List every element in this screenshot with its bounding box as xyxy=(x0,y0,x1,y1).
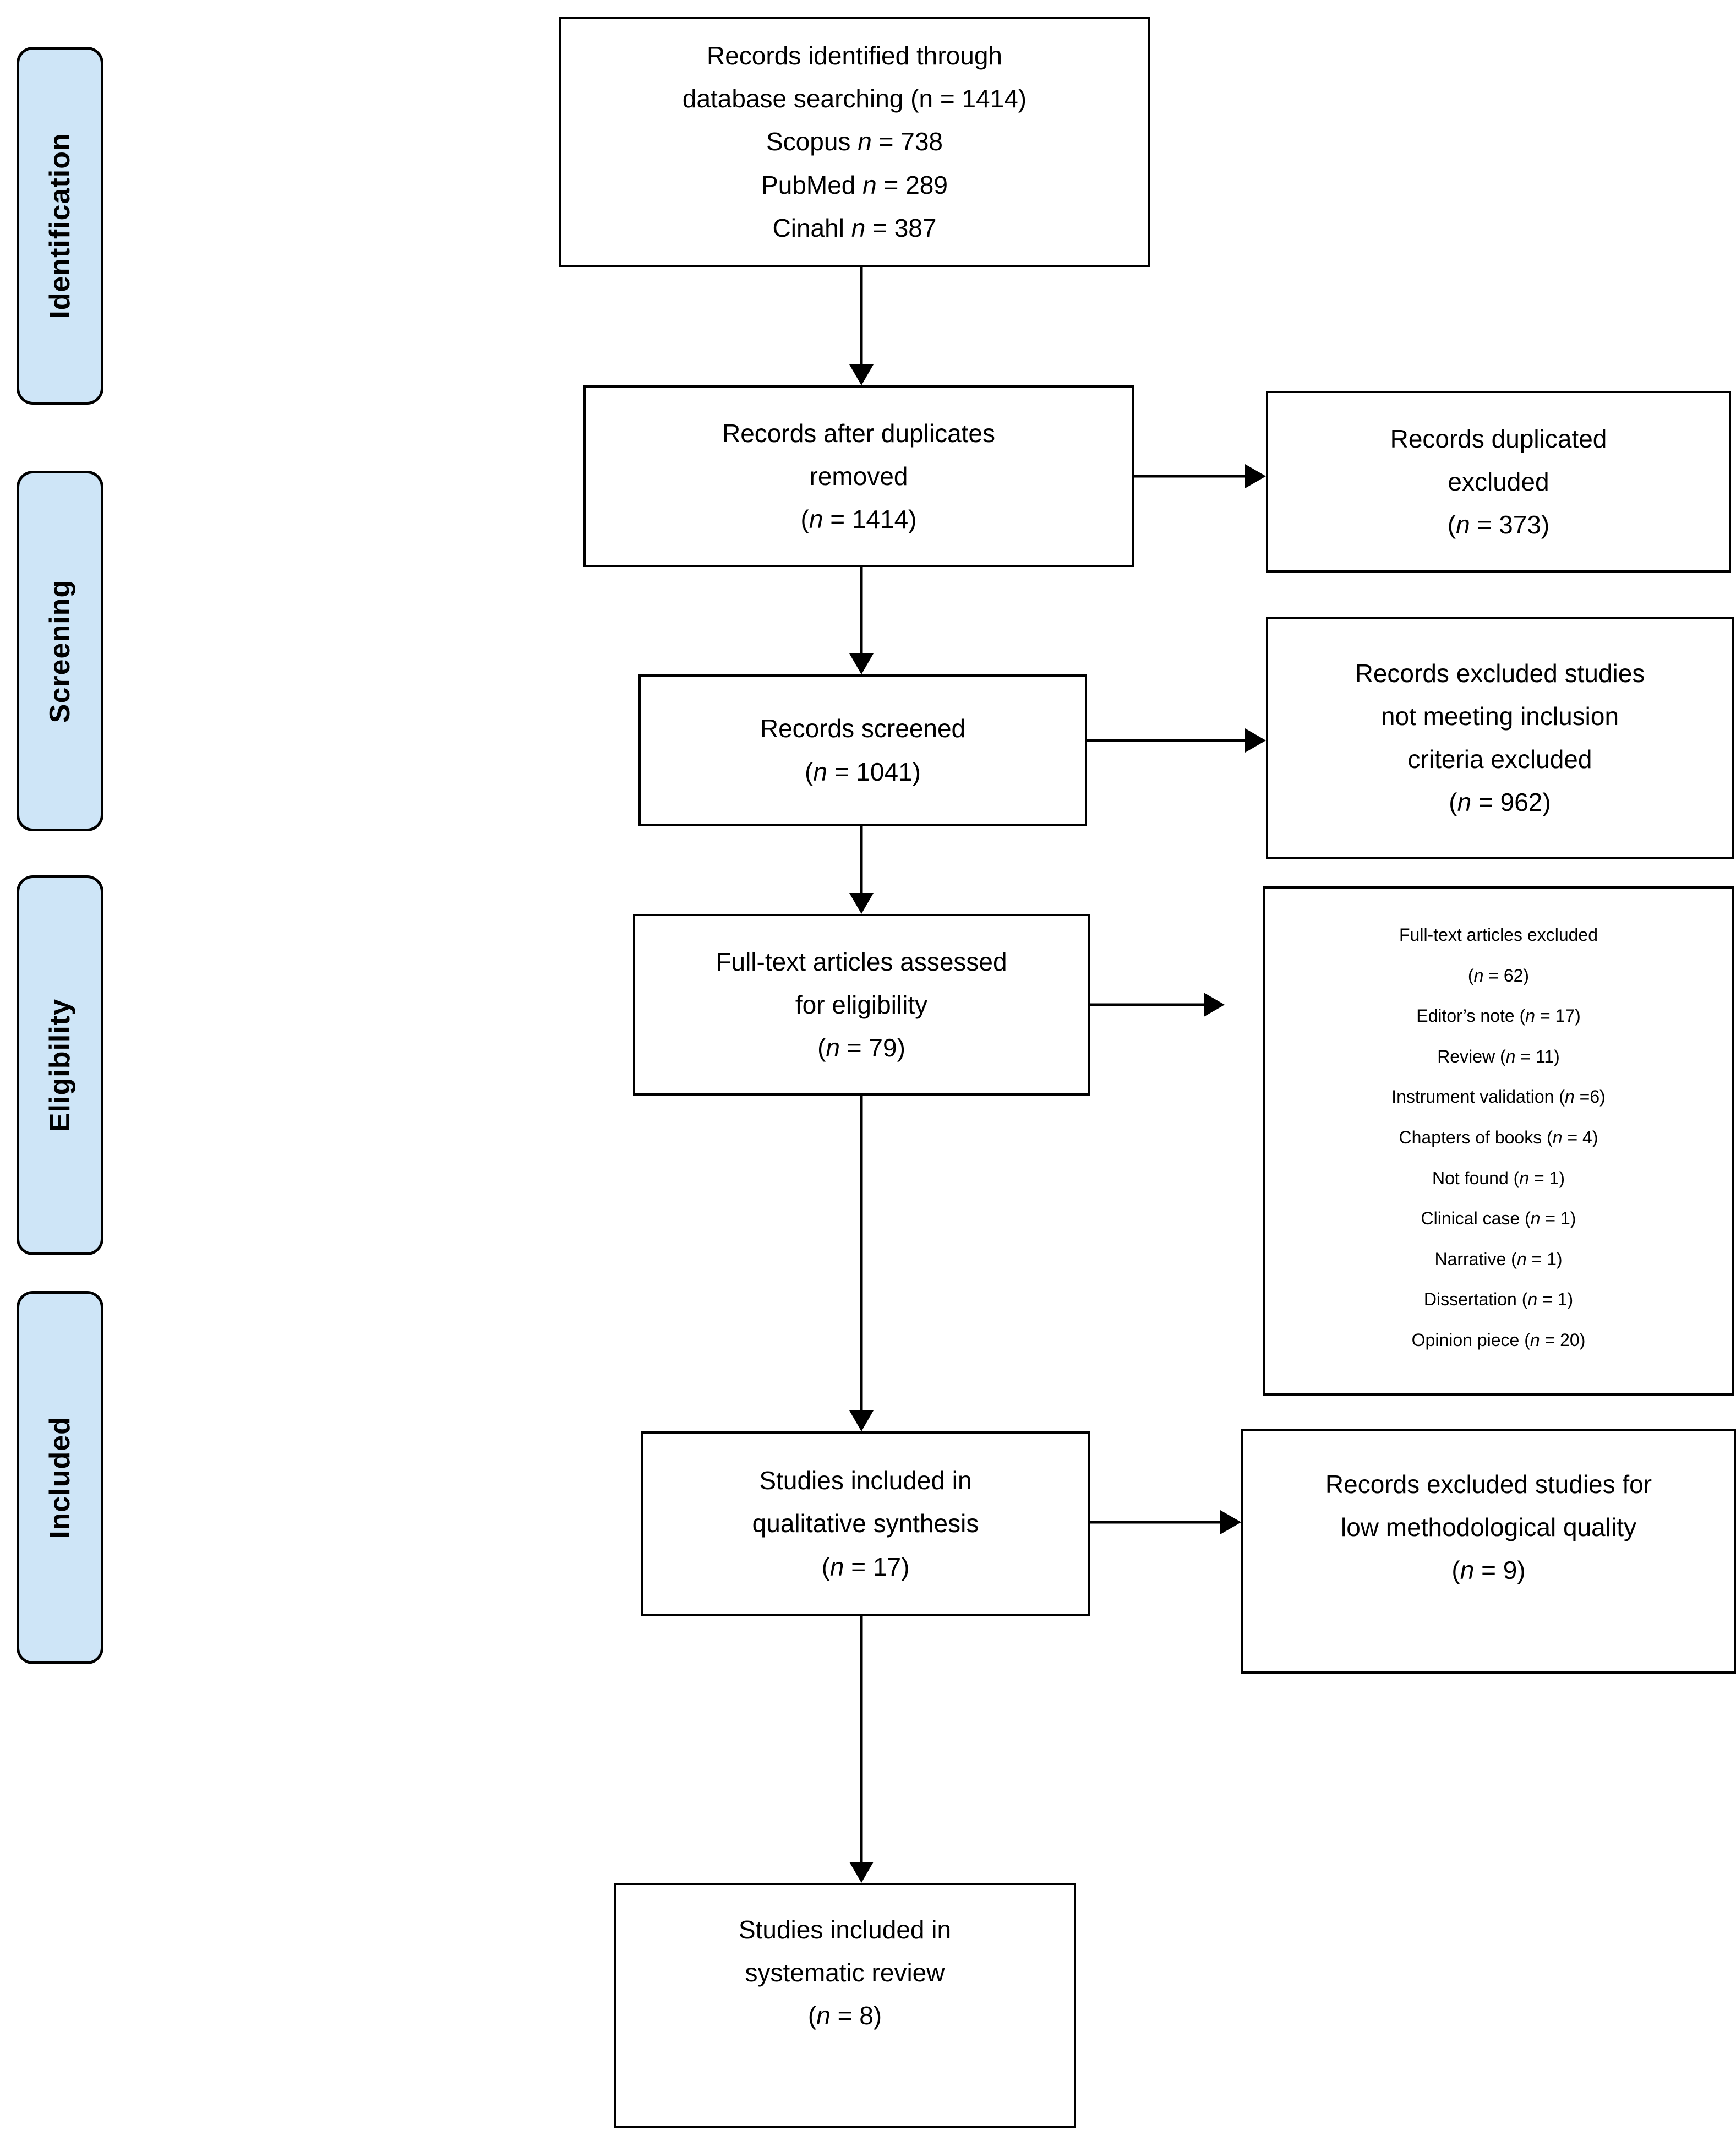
box-text-line: Studies included in xyxy=(759,1466,972,1495)
box-text-line: Studies included in xyxy=(738,1915,952,1944)
arrow-head xyxy=(849,364,874,385)
box-text-line: PubMed n = 289 xyxy=(761,170,948,199)
box-text-line: excluded xyxy=(1448,467,1549,496)
box-text-line: Full-text articles excluded xyxy=(1399,925,1598,945)
box-text-line: (n = 9) xyxy=(1451,1556,1526,1585)
phase-tab-screening: Screening xyxy=(17,471,103,831)
box-text-line: qualitative synthesis xyxy=(752,1509,979,1538)
box-text-line: (n = 1041) xyxy=(805,757,921,786)
arrow-identified-to-duplicates xyxy=(849,267,874,385)
box-text-line: Editor’s note (n = 17) xyxy=(1416,1006,1581,1026)
phase-tab-label: Identification xyxy=(44,133,76,319)
box-text-line: Dissertation (n = 1) xyxy=(1423,1289,1574,1310)
box-text-line: database searching (n = 1414) xyxy=(682,84,1027,113)
arrow-to-not-meeting-criteria xyxy=(1087,728,1266,753)
box-text-line: not meeting inclusion xyxy=(1380,701,1619,731)
box-qualitative-synthesis: Studies included in qualitative synthesi… xyxy=(641,1431,1090,1616)
box-text-line: (n = 62) xyxy=(1467,965,1530,985)
box-text-line: systematic review xyxy=(745,1958,945,1987)
box-text-line: Review (n = 11) xyxy=(1437,1046,1560,1066)
box-text-line: Clinical case (n = 1) xyxy=(1421,1208,1576,1229)
box-text-line: Cinahl n = 387 xyxy=(772,213,937,242)
arrow-to-low-quality-excluded xyxy=(1090,1510,1241,1534)
box-text-line: (n = 79) xyxy=(817,1033,905,1063)
arrow-fulltext-to-qualitative xyxy=(849,1096,874,1431)
arrow-shaft xyxy=(1090,1521,1224,1524)
box-text-line: criteria excluded xyxy=(1407,745,1592,773)
box-fulltext-assessed: Full-text articles assessed for eligibil… xyxy=(633,914,1090,1096)
arrow-head xyxy=(849,1410,874,1431)
box-text-line: Records excluded studies for xyxy=(1325,1470,1652,1499)
box-after-duplicates-removed: Records after duplicates removed (n = 14… xyxy=(583,385,1134,567)
arrow-head xyxy=(1245,728,1266,753)
box-text-line: Narrative (n = 1) xyxy=(1434,1249,1563,1269)
arrow-qualitative-to-systematic xyxy=(849,1616,874,1883)
arrow-shaft xyxy=(860,1616,863,1865)
arrow-shaft xyxy=(860,826,863,896)
arrow-head xyxy=(849,1862,874,1883)
arrow-shaft xyxy=(1090,1003,1207,1006)
arrow-head xyxy=(849,653,874,674)
phase-tab-label: Eligibility xyxy=(44,998,77,1132)
box-low-quality-excluded: Records excluded studies for low methodo… xyxy=(1241,1429,1736,1674)
arrow-head xyxy=(849,893,874,914)
phase-tab-identification: Identification xyxy=(17,47,103,405)
box-text-line: Instrument validation (n =6) xyxy=(1391,1087,1606,1107)
box-text-line: (n = 8) xyxy=(807,2001,882,2030)
box-text-line: Records screened xyxy=(760,714,966,743)
arrow-head xyxy=(1204,993,1225,1017)
arrow-shaft xyxy=(860,567,863,657)
box-systematic-review: Studies included in systematic review (n… xyxy=(614,1883,1076,2128)
phase-tab-eligibility: Eligibility xyxy=(17,875,103,1255)
arrow-shaft xyxy=(1087,739,1248,742)
box-text-line: Records after duplicates xyxy=(722,418,996,448)
arrow-shaft xyxy=(860,267,863,368)
box-text-line: for eligibility xyxy=(795,990,928,1019)
arrow-duplicates-to-screened xyxy=(849,567,874,674)
box-text-line: Chapters of books (n = 4) xyxy=(1399,1127,1598,1147)
box-text-line: Opinion piece (n = 20) xyxy=(1411,1330,1586,1350)
box-records-identified: Records identified through database sear… xyxy=(559,17,1150,267)
box-text-line: (n = 1414) xyxy=(800,505,917,534)
box-text-line: (n = 373) xyxy=(1447,510,1550,540)
box-text-line: Scopus n = 738 xyxy=(766,127,943,156)
phase-tab-label: Screening xyxy=(44,579,77,723)
box-text-line: Not found (n = 1) xyxy=(1432,1168,1565,1188)
box-records-screened: Records screened (n = 1041) xyxy=(638,674,1087,826)
arrow-screened-to-fulltext xyxy=(849,826,874,914)
arrow-shaft xyxy=(1134,475,1248,478)
phase-tab-label: Included xyxy=(44,1417,77,1539)
arrow-to-fulltext-excluded xyxy=(1090,993,1225,1017)
phase-tab-included: Included xyxy=(17,1291,103,1664)
box-text-line: (n = 17) xyxy=(821,1552,910,1581)
box-fulltext-excluded-reasons: Full-text articles excluded (n = 62) Edi… xyxy=(1263,886,1734,1396)
arrow-shaft xyxy=(860,1096,863,1414)
arrow-head xyxy=(1245,464,1266,488)
box-text-line: Records identified through xyxy=(707,41,1002,70)
box-text-line: removed xyxy=(809,461,908,491)
box-text-line: low methodological quality xyxy=(1341,1513,1636,1542)
box-text-line: Records excluded studies xyxy=(1355,658,1645,688)
box-not-meeting-criteria-excluded: Records excluded studies not meeting inc… xyxy=(1266,617,1734,859)
box-text-line: (n = 962) xyxy=(1449,788,1551,817)
box-text-line: Records duplicated xyxy=(1390,424,1607,453)
arrow-head xyxy=(1220,1510,1241,1534)
box-duplicates-excluded: Records duplicated excluded (n = 373) xyxy=(1266,391,1731,573)
box-text-line: Full-text articles assessed xyxy=(716,947,1007,976)
arrow-to-duplicates-excluded xyxy=(1134,464,1266,488)
